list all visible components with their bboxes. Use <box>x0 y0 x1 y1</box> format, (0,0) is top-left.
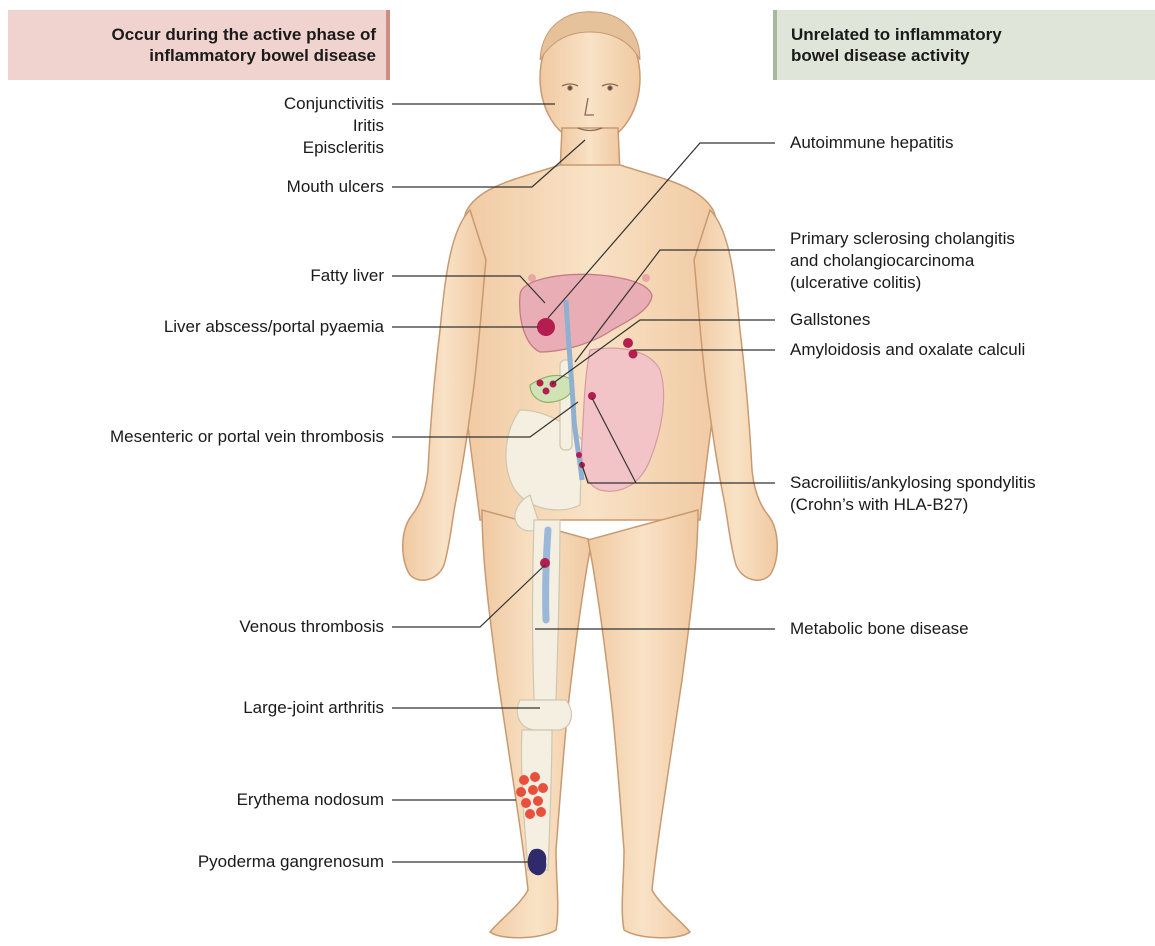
liver-abscess-label: Liver abscess/portal pyaemia <box>164 316 384 338</box>
mouth-ulcers-label: Mouth ulcers <box>287 176 384 198</box>
psc-label-line1: Primary sclerosing cholangitis <box>790 228 1015 250</box>
metabolic-bone-label: Metabolic bone disease <box>790 618 969 640</box>
gallstones-label: Gallstones <box>790 309 870 331</box>
gallstone-marker <box>537 380 544 387</box>
psc-label-line2: and cholangiocarcinoma <box>790 250 1015 272</box>
amyloidosis-marker-2 <box>629 350 638 359</box>
sacroiliitis-label-group: Sacroiliitis/ankylosing spondylitis (Cro… <box>790 472 1036 516</box>
liver-abscess-marker <box>537 318 555 336</box>
venous-thrombosis-marker <box>540 558 550 568</box>
gallstone-marker-2 <box>543 388 550 395</box>
pyoderma-gangrenosum-label: Pyoderma gangrenosum <box>198 851 384 873</box>
mesenteric-thrombosis-label: Mesenteric or portal vein thrombosis <box>110 426 384 448</box>
sacroiliitis-label-line2: (Crohn’s with HLA-B27) <box>790 494 1036 516</box>
conjunctivitis-label-group: Conjunctivitis Iritis Episcleritis <box>284 93 384 159</box>
nipple-right <box>642 274 650 282</box>
amyloidosis-label: Amyloidosis and oxalate calculi <box>790 339 1025 361</box>
venous-thrombosis-label: Venous thrombosis <box>239 616 384 638</box>
sacroiliac-marker <box>576 452 582 458</box>
conjunctivitis-label: Conjunctivitis <box>284 93 384 115</box>
large-joint-arthritis-label: Large-joint arthritis <box>243 697 384 719</box>
episcleritis-label: Episcleritis <box>284 137 384 159</box>
leg-vein <box>546 530 548 620</box>
sacroiliitis-label-line1: Sacroiliitis/ankylosing spondylitis <box>790 472 1036 494</box>
psc-label-line3: (ulcerative colitis) <box>790 272 1015 294</box>
erythema-nodosum-label: Erythema nodosum <box>237 789 384 811</box>
iritis-label: Iritis <box>284 115 384 137</box>
psc-label-group: Primary sclerosing cholangitis and chola… <box>790 228 1015 294</box>
fatty-liver-label: Fatty liver <box>310 265 384 287</box>
autoimmune-hepatitis-label: Autoimmune hepatitis <box>790 132 953 154</box>
amyloidosis-marker <box>623 338 633 348</box>
